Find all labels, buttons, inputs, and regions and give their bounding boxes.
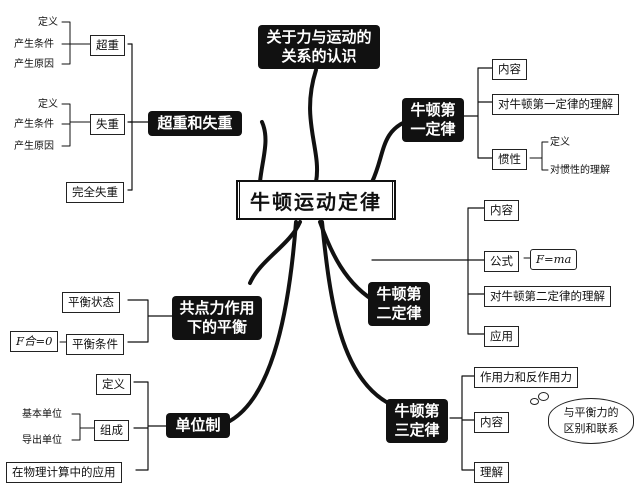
newton3-item-content-label: 内容: [480, 415, 503, 429]
cloud-balance-force-relation: 与平衡力的区别和联系: [548, 398, 634, 444]
units-derived-unit: 导出单位: [22, 434, 62, 447]
topic-newton-third-law-label: 牛顿第三定律: [394, 402, 440, 439]
units-composition-label: 组成: [100, 423, 123, 437]
topic-unit-system: 单位制: [166, 413, 230, 438]
weightlessness-definition: 定义: [38, 98, 58, 111]
weightlessness-definition-label: 定义: [38, 99, 58, 110]
newton2-item-application: 应用: [484, 326, 519, 347]
newton2-item-content-label: 内容: [490, 203, 513, 217]
newton2-item-formula: 公式: [484, 251, 519, 272]
newton2-item-understanding: 对牛顿第二定律的理解: [484, 286, 611, 307]
complete-weightlessness-label: 完全失重: [72, 185, 118, 199]
overweight-definition: 定义: [38, 16, 58, 29]
equilibrium-condition-item: 平衡条件: [66, 334, 124, 355]
equilibrium-state-label: 平衡状态: [68, 295, 114, 309]
newton2-item-application-label: 应用: [490, 329, 513, 343]
newton2-item-content: 内容: [484, 200, 519, 221]
units-application-item: 在物理计算中的应用: [6, 462, 122, 483]
overweight-cause: 产生原因: [14, 58, 54, 71]
topic-newton-second-law-label: 牛顿第二定律: [376, 285, 422, 322]
equilibrium-condition-formula-text: F合=0: [16, 334, 53, 348]
overweight-cause-label: 产生原因: [14, 59, 54, 70]
topic-newton-first-law: 牛顿第一定律: [402, 98, 464, 142]
overweight-item: 超重: [90, 35, 125, 56]
cloud-balance-force-relation-label: 与平衡力的区别和联系: [563, 406, 619, 435]
weightlessness-item-label: 失重: [96, 117, 119, 131]
newton1-item-content-label: 内容: [498, 62, 521, 76]
inertia-understanding: 对惯性的理解: [550, 164, 610, 177]
central-topic-label: 牛顿运动定律: [239, 180, 393, 220]
newton1-item-understanding: 对牛顿第一定律的理解: [492, 94, 619, 115]
inertia-definition-label: 定义: [550, 137, 570, 148]
equilibrium-condition-label: 平衡条件: [72, 337, 118, 351]
newton3-item-understanding: 理解: [474, 462, 509, 483]
topic-overweight-weightlessness: 超重和失重: [148, 111, 242, 136]
weightlessness-cause: 产生原因: [14, 140, 54, 153]
topic-overweight-weightlessness-label: 超重和失重: [157, 114, 233, 132]
topic-newton-second-law: 牛顿第二定律: [368, 282, 430, 326]
units-base-unit-label: 基本单位: [22, 409, 62, 420]
newton1-item-inertia-label: 惯性: [498, 152, 521, 166]
overweight-item-label: 超重: [96, 38, 119, 52]
units-base-unit: 基本单位: [22, 408, 62, 421]
newton3-item-action-reaction: 作用力和反作用力: [474, 367, 578, 388]
newton2-item-understanding-label: 对牛顿第二定律的理解: [490, 289, 605, 303]
newton3-item-content: 内容: [474, 412, 509, 433]
topic-newton-first-law-label: 牛顿第一定律: [410, 101, 456, 138]
topic-equilibrium: 共点力作用下的平衡: [172, 296, 262, 340]
weightlessness-condition-label: 产生条件: [14, 119, 54, 130]
equilibrium-condition-formula: F合=0: [10, 331, 59, 352]
topic-unit-system-label: 单位制: [175, 416, 221, 434]
weightlessness-cause-label: 产生原因: [14, 141, 54, 152]
overweight-condition: 产生条件: [14, 38, 54, 51]
topic-relation: 关于力与运动的关系的认识: [258, 25, 380, 69]
complete-weightlessness-item: 完全失重: [66, 182, 124, 203]
overweight-definition-label: 定义: [38, 17, 58, 28]
newton1-item-content: 内容: [492, 59, 527, 80]
newton3-item-understanding-label: 理解: [480, 465, 503, 479]
central-topic: 牛顿运动定律: [236, 180, 396, 220]
topic-equilibrium-label: 共点力作用下的平衡: [179, 299, 255, 336]
weightlessness-condition: 产生条件: [14, 118, 54, 131]
inertia-understanding-label: 对惯性的理解: [550, 165, 610, 176]
overweight-condition-label: 产生条件: [14, 39, 54, 50]
newton2-formula: F=ma: [530, 249, 578, 270]
units-derived-unit-label: 导出单位: [22, 435, 62, 446]
units-definition-label: 定义: [102, 377, 125, 391]
weightlessness-item: 失重: [90, 114, 125, 135]
newton3-item-action-reaction-label: 作用力和反作用力: [480, 370, 572, 384]
topic-newton-third-law: 牛顿第三定律: [386, 399, 448, 443]
thought-bubble-dot: [538, 392, 549, 401]
newton1-item-inertia: 惯性: [492, 149, 527, 170]
thought-bubble-dot: [530, 398, 539, 405]
equilibrium-state-item: 平衡状态: [62, 292, 120, 313]
newton2-formula-text: F=ma: [536, 252, 572, 266]
topic-relation-label: 关于力与运动的关系的认识: [266, 28, 372, 65]
units-definition-item: 定义: [96, 374, 131, 395]
newton1-item-understanding-label: 对牛顿第一定律的理解: [498, 97, 613, 111]
inertia-definition: 定义: [550, 136, 570, 149]
newton2-item-formula-label: 公式: [490, 254, 513, 268]
units-composition-item: 组成: [94, 420, 129, 441]
units-application-label: 在物理计算中的应用: [12, 465, 116, 479]
